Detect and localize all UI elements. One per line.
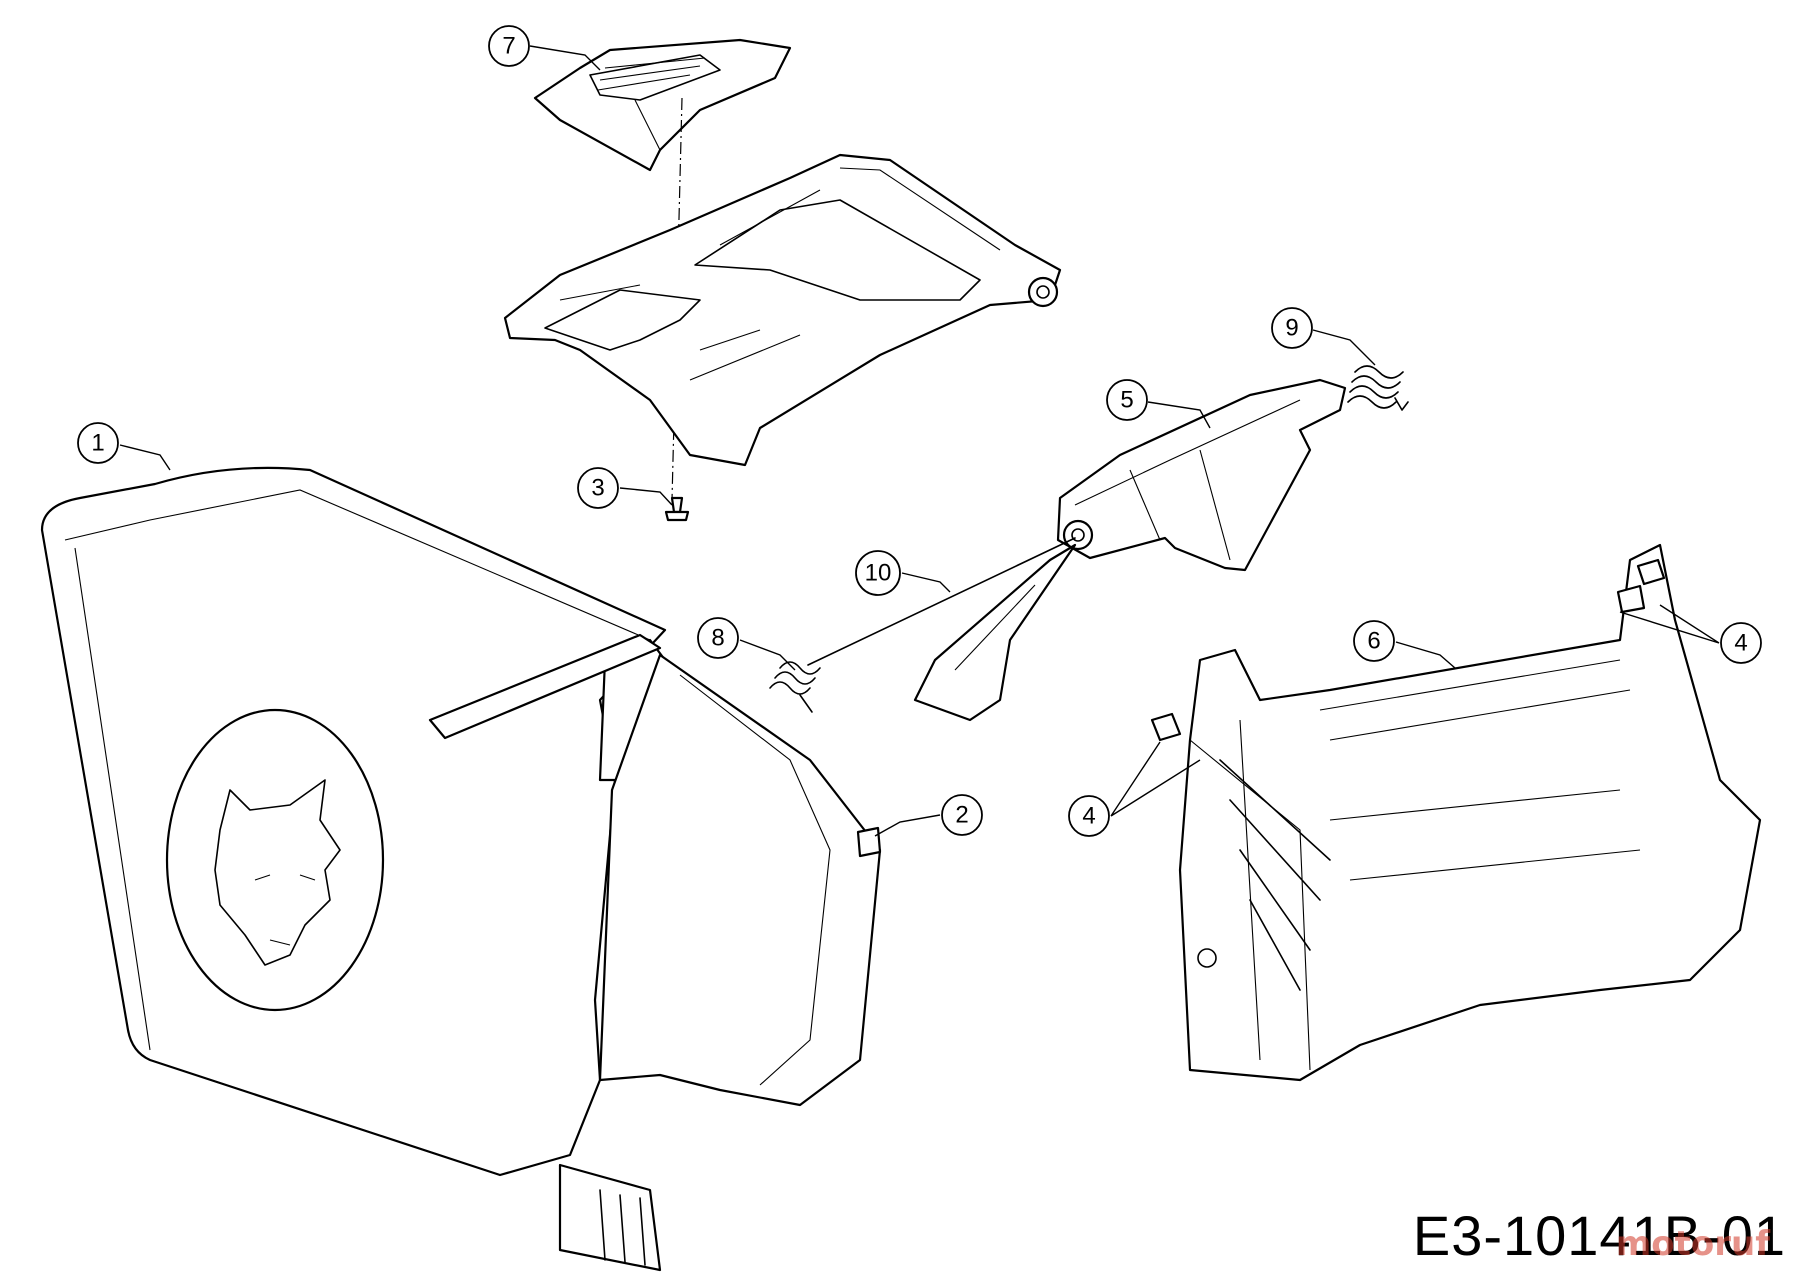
callout-10-label: 10: [865, 560, 892, 587]
callout-10: 10: [855, 550, 901, 596]
callout-2: 2: [941, 794, 983, 836]
callout-4a-label: 4: [1734, 630, 1747, 657]
callout-7: 7: [488, 25, 530, 67]
part-9-torsion-spring: [1347, 365, 1409, 411]
drawing-code: E3-10141B-01: [1412, 1204, 1786, 1267]
part-1-grass-catcher: [40, 466, 882, 1272]
part-6-frame: [1178, 543, 1762, 1082]
callout-3: 3: [577, 467, 619, 509]
part-5-handle-arm: [1056, 378, 1347, 572]
part-4-clip-lower: [1150, 712, 1182, 742]
callout-7-label: 7: [502, 33, 515, 60]
callout-5: 5: [1106, 379, 1148, 421]
watermark-logo: motoruf: [1615, 1224, 1770, 1264]
callout-6-label: 6: [1367, 628, 1380, 655]
part-3-screw: [664, 496, 690, 522]
callout-8: 8: [697, 617, 739, 659]
callout-9-label: 9: [1285, 315, 1298, 342]
callout-2-label: 2: [955, 802, 968, 829]
callout-1-label: 1: [91, 430, 104, 457]
part-2-pin: [856, 826, 882, 858]
callout-6: 6: [1353, 620, 1395, 662]
leader-lines: [119, 45, 1720, 837]
catcher-lid: [503, 153, 1062, 467]
callout-8-label: 8: [711, 625, 724, 652]
part-7-handle-cover: [533, 38, 792, 172]
part-4-clip-upper: [1616, 558, 1666, 614]
callout-9: 9: [1271, 307, 1313, 349]
part-8-torsion-spring: [769, 661, 821, 713]
callout-1: 1: [77, 422, 119, 464]
callout-4a: 4: [1720, 622, 1762, 664]
part-10-lever-rod: [807, 537, 1077, 722]
callout-4b: 4: [1068, 795, 1110, 837]
callout-3-label: 3: [591, 475, 604, 502]
callout-5-label: 5: [1120, 387, 1133, 414]
callout-4b-label: 4: [1082, 803, 1095, 830]
